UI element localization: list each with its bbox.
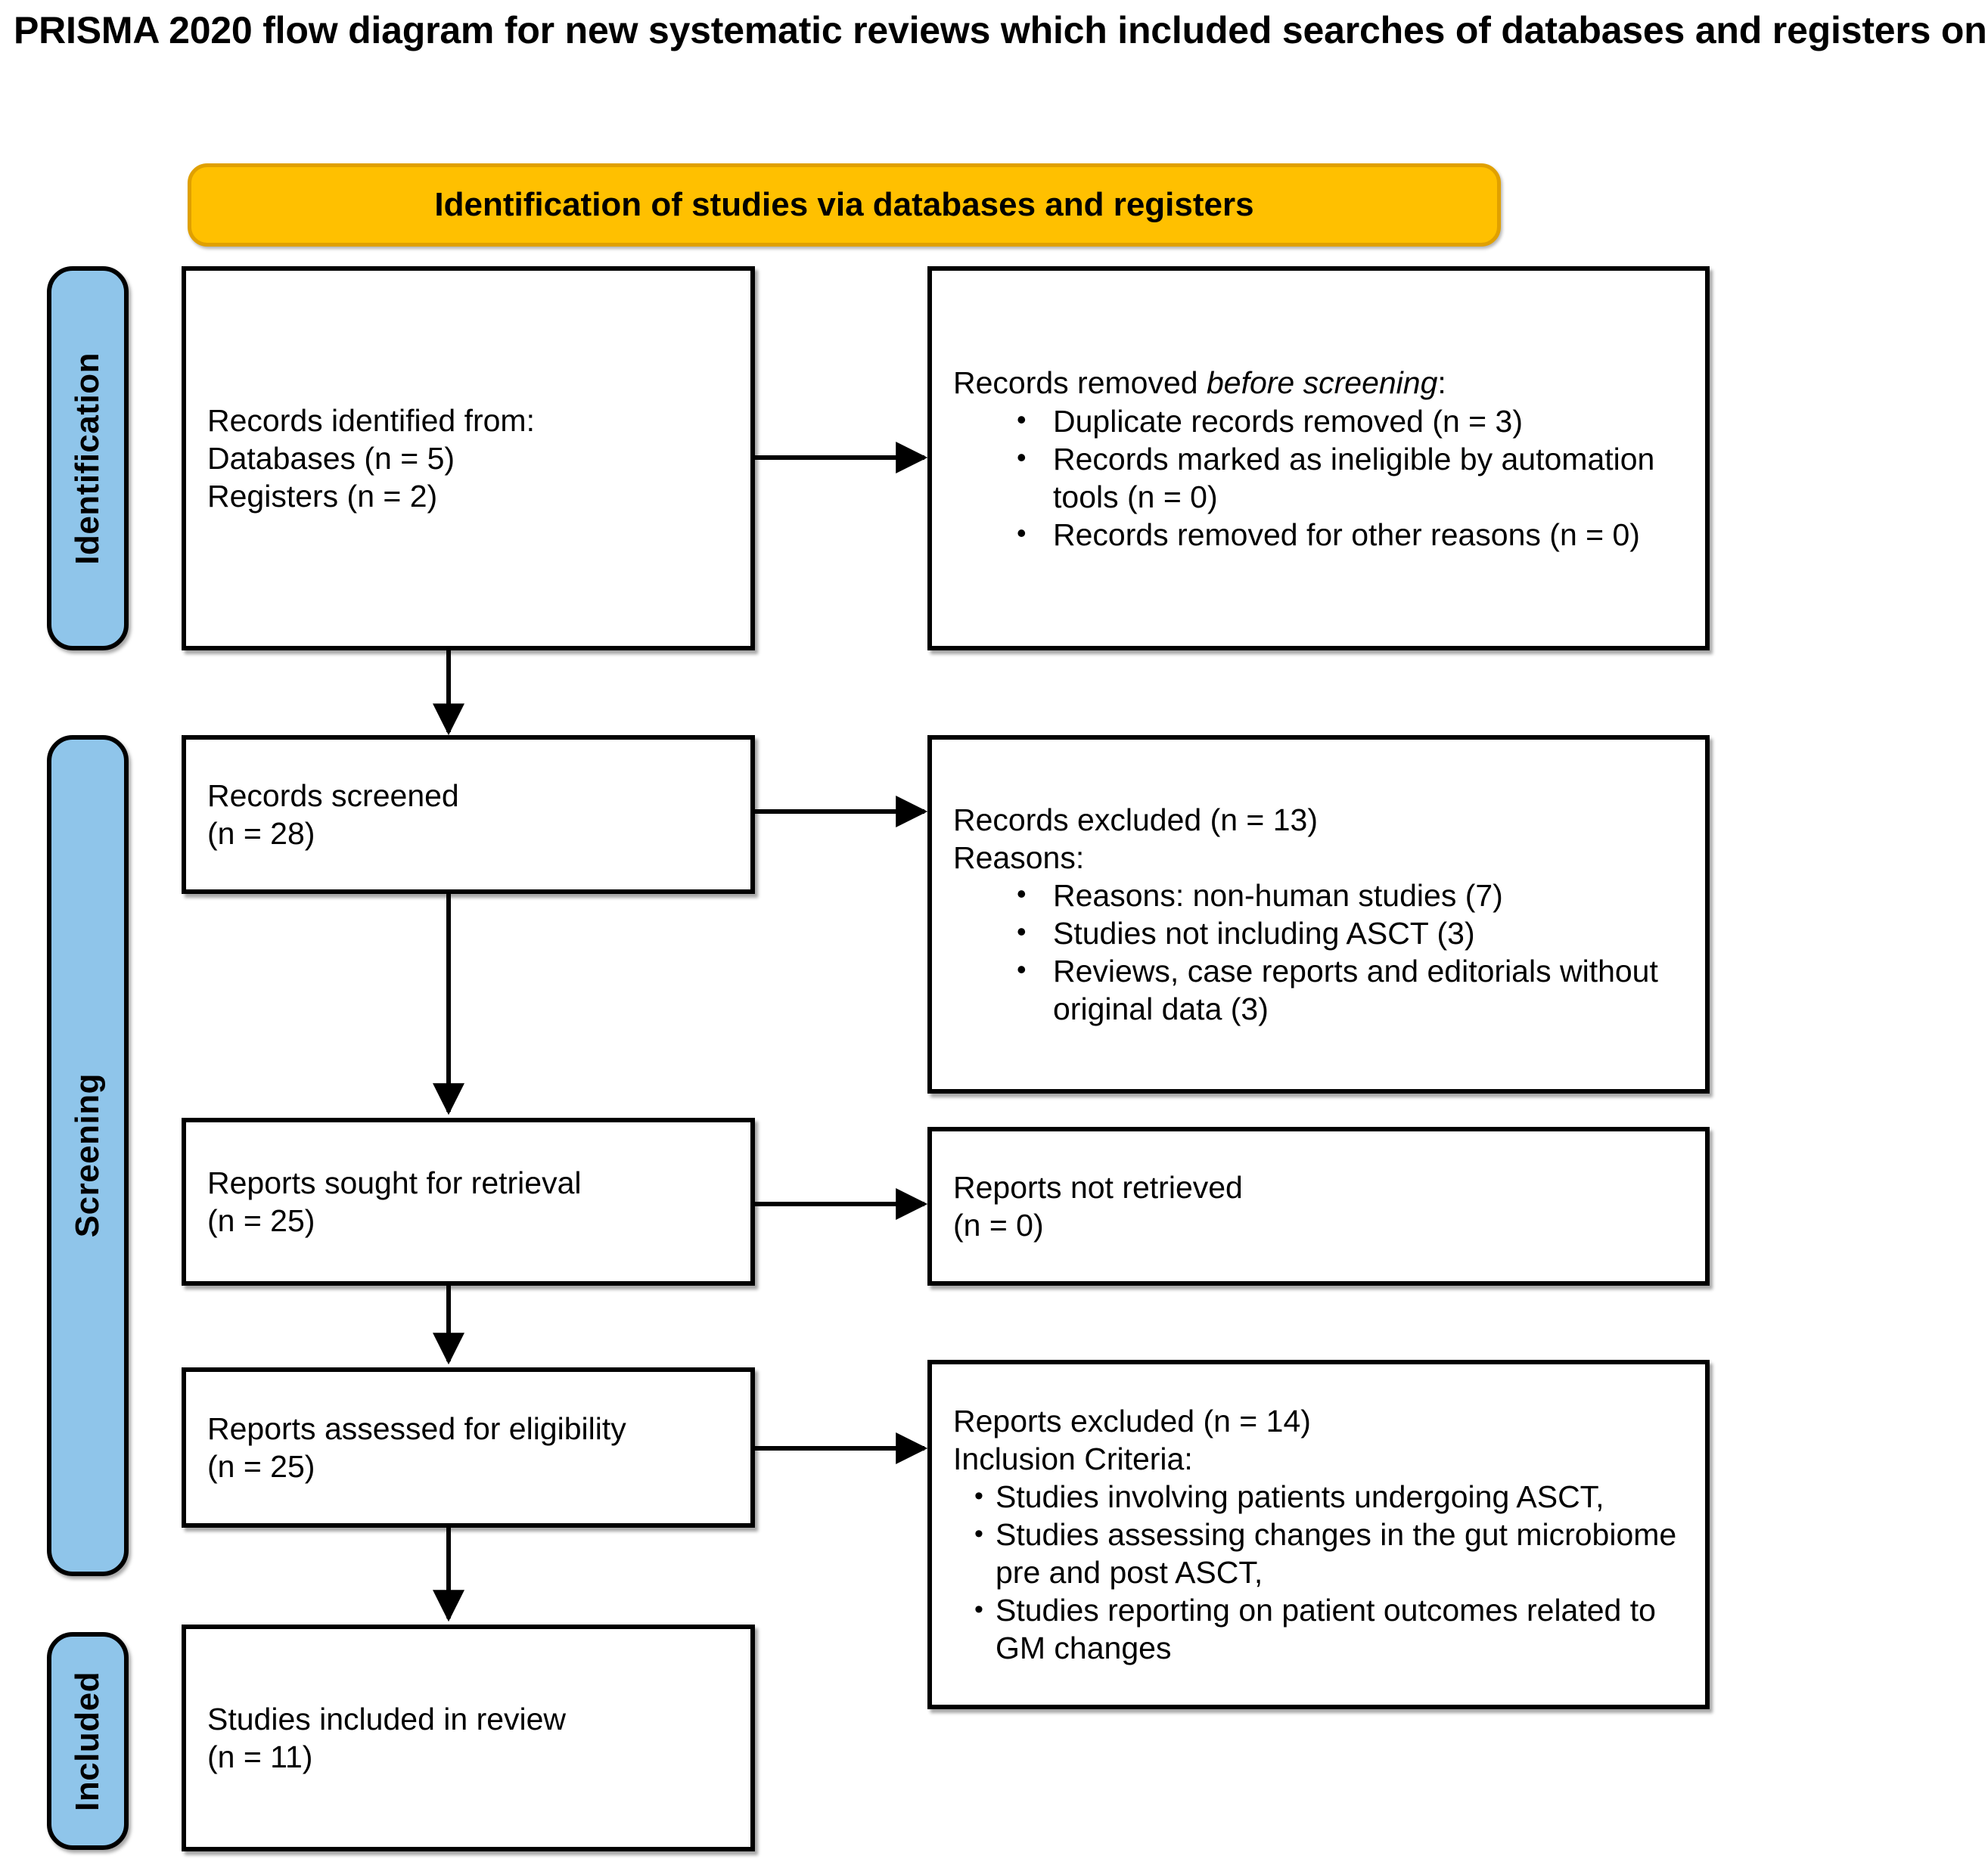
- studies-included-line1: Studies included in review: [207, 1702, 567, 1736]
- list-item: Duplicate records removed (n = 3): [1012, 401, 1684, 440]
- reports-not-retrieved-line2: (n = 0): [953, 1208, 1044, 1243]
- phase-pill-label-included: Included: [69, 1671, 106, 1811]
- box-reports-not-retrieved: Reports not retrieved (n = 0): [927, 1127, 1710, 1286]
- box-records-identified: Records identified from: Databases (n = …: [182, 266, 755, 650]
- phase-pill-screening: Screening: [47, 735, 129, 1576]
- phase-pill-identification: Identification: [47, 266, 129, 650]
- phase-pill-included: Included: [47, 1632, 129, 1850]
- records-excluded-line1: Records excluded (n = 13): [953, 802, 1319, 837]
- records-removed-heading-post: :: [1437, 365, 1446, 400]
- reports-excluded-line2: Inclusion Criteria:: [953, 1441, 1193, 1476]
- records-removed-bullet-list: Duplicate records removed (n = 3) Record…: [1012, 401, 1684, 554]
- records-screened-line2: (n = 28): [207, 816, 315, 851]
- box-records-screened: Records screened (n = 28): [182, 735, 755, 894]
- box-records-excluded: Records excluded (n = 13) Reasons: Reaso…: [927, 735, 1710, 1094]
- reports-assessed-line1: Reports assessed for eligibility: [207, 1411, 626, 1446]
- phase-pill-label-identification: Identification: [69, 352, 106, 565]
- list-item: Reviews, case reports and editorials wit…: [1012, 951, 1684, 1028]
- list-item: Studies assessing changes in the gut mic…: [973, 1515, 1684, 1591]
- stage-banner-label: Identification of studies via databases …: [434, 186, 1254, 223]
- box-reports-assessed-for-eligibility: Reports assessed for eligibility (n = 25…: [182, 1367, 755, 1528]
- stage-banner-identification: Identification of studies via databases …: [188, 163, 1501, 247]
- records-excluded-line2: Reasons:: [953, 840, 1085, 875]
- list-item: Reasons: non-human studies (7): [1012, 875, 1684, 914]
- records-excluded-bullet-list: Reasons: non-human studies (7) Studies n…: [1012, 875, 1684, 1028]
- reports-excluded-bullet-list: Studies involving patients undergoing AS…: [973, 1477, 1684, 1667]
- list-item: Studies not including ASCT (3): [1012, 913, 1684, 952]
- studies-included-line2: (n = 11): [207, 1739, 313, 1774]
- list-item: Studies reporting on patient outcomes re…: [973, 1590, 1684, 1667]
- records-removed-heading-emphasis: before screening: [1206, 365, 1438, 400]
- box-records-removed-before-screening: Records removed before screening: Duplic…: [927, 266, 1710, 650]
- records-identified-line3: Registers (n = 2): [207, 479, 438, 514]
- records-removed-heading: Records removed before screening:: [953, 363, 1684, 402]
- box-reports-excluded: Reports excluded (n = 14) Inclusion Crit…: [927, 1360, 1710, 1709]
- records-screened-line1: Records screened: [207, 778, 459, 813]
- reports-sought-line1: Reports sought for retrieval: [207, 1165, 582, 1200]
- list-item: Records marked as ineligible by automati…: [1012, 439, 1684, 516]
- reports-excluded-line1: Reports excluded (n = 14): [953, 1404, 1311, 1438]
- reports-assessed-line2: (n = 25): [207, 1449, 315, 1484]
- phase-pill-label-screening: Screening: [69, 1073, 106, 1238]
- list-item: Studies involving patients undergoing AS…: [973, 1477, 1684, 1516]
- records-removed-heading-pre: Records removed: [953, 365, 1207, 400]
- page-title: PRISMA 2020 flow diagram for new systema…: [14, 9, 1988, 51]
- reports-not-retrieved-line1: Reports not retrieved: [953, 1170, 1243, 1205]
- box-studies-included-in-review: Studies included in review (n = 11): [182, 1625, 755, 1851]
- box-reports-sought-for-retrieval: Reports sought for retrieval (n = 25): [182, 1118, 755, 1286]
- list-item: Records removed for other reasons (n = 0…: [1012, 514, 1684, 554]
- records-identified-line1: Records identified from:: [207, 403, 535, 438]
- reports-sought-line2: (n = 25): [207, 1203, 315, 1238]
- records-identified-line2: Databases (n = 5): [207, 441, 455, 476]
